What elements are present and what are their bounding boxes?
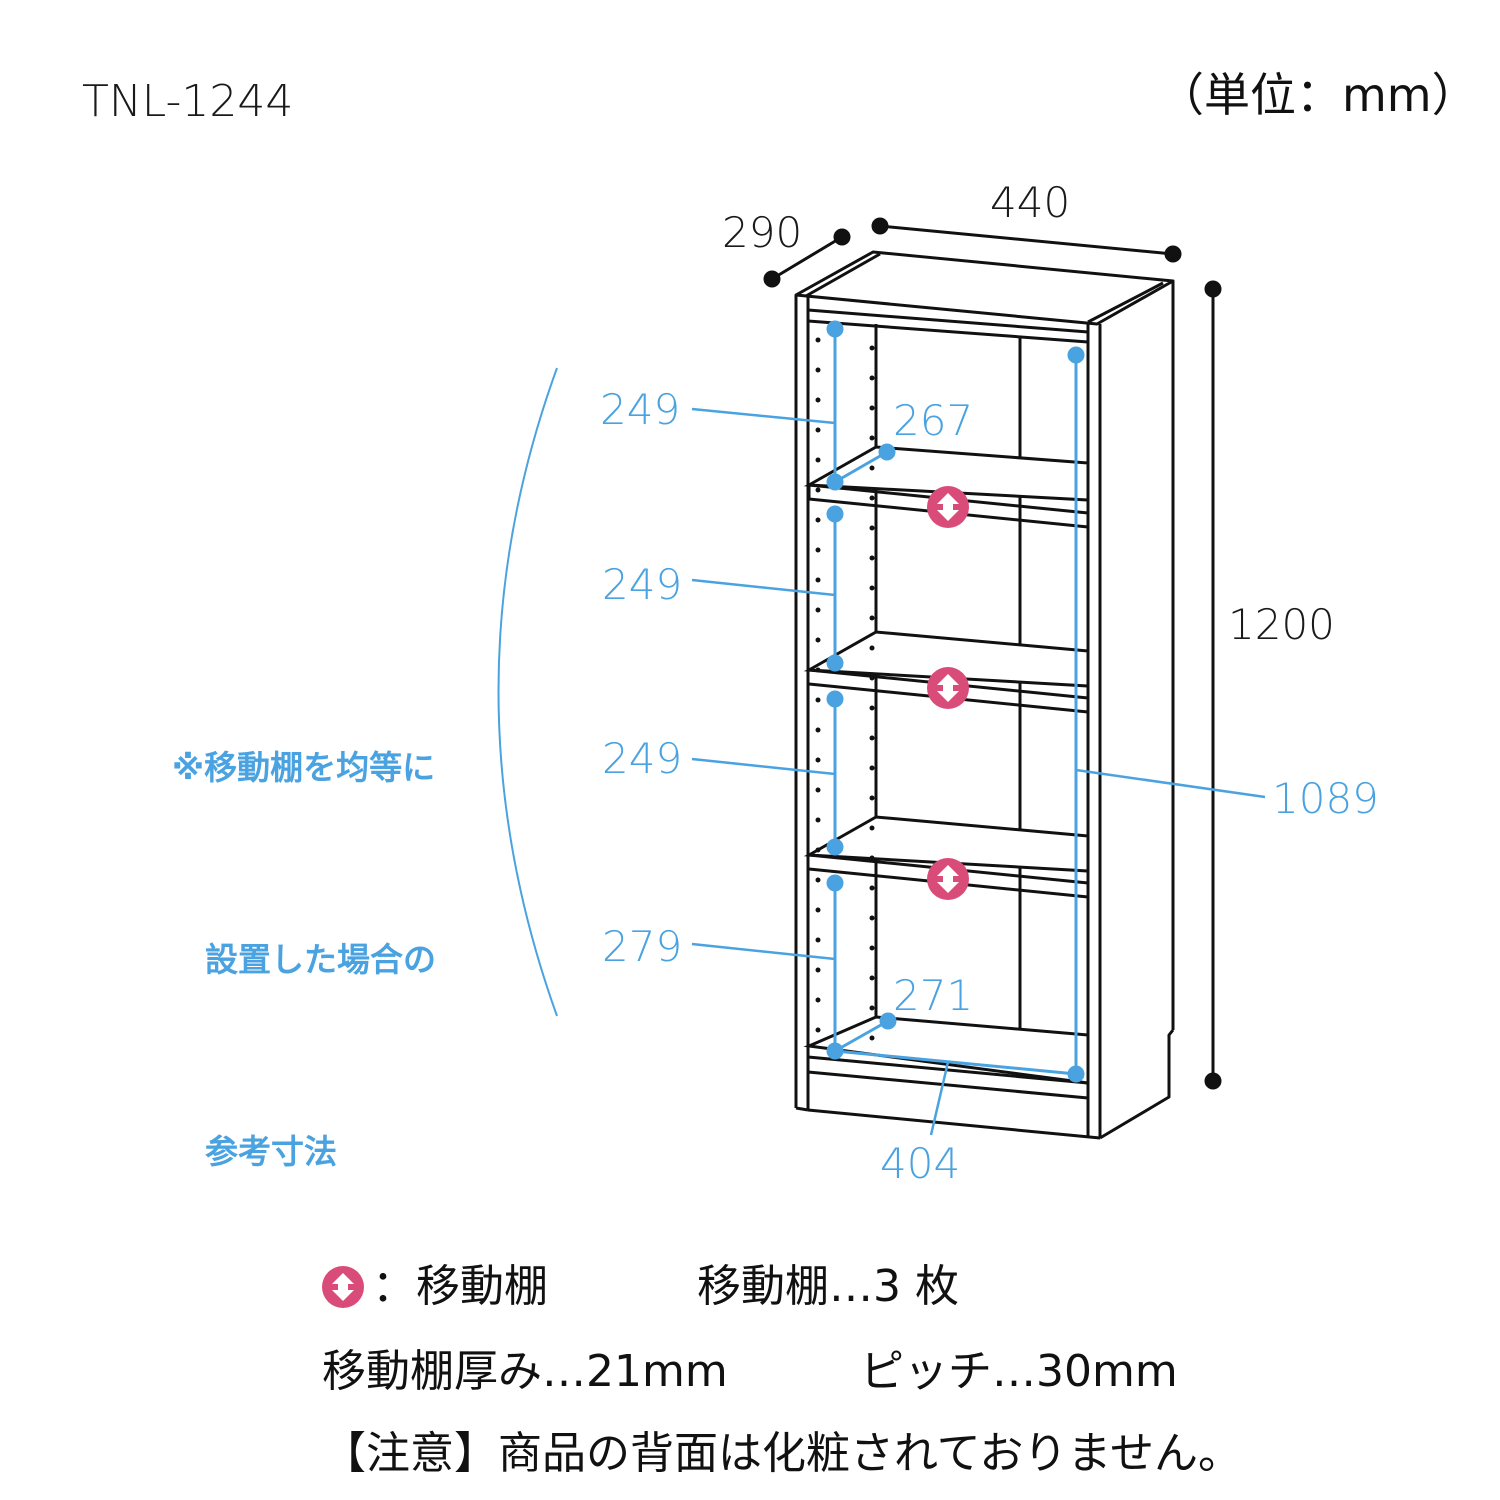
shelf-count: 移動棚…3 枚 <box>697 1261 959 1312</box>
compartment-3-height: 249 <box>602 734 683 783</box>
shelf-thickness: 移動棚厚み…21mm <box>322 1346 728 1397</box>
adjustable-shelf-icons <box>927 486 969 900</box>
adjustable-shelf-icon <box>927 858 969 900</box>
depth-dimension: 290 <box>722 208 803 257</box>
compartment-2-height: 249 <box>602 560 683 609</box>
note-line: ※移動棚を均等に <box>172 748 436 787</box>
note-line: 設置した場合の <box>172 940 436 979</box>
pin-hole-dots <box>815 337 875 1041</box>
unit-label: （単位：mm） <box>1158 68 1478 122</box>
compartment-4-height: 279 <box>602 922 683 971</box>
legend-icon-label: ：移動棚 <box>372 1261 548 1312</box>
width-dimension: 440 <box>990 178 1071 227</box>
outer-dimension-lines <box>763 217 1222 1090</box>
shelf-depth-top: 267 <box>893 396 974 445</box>
adjustable-shelf-icon <box>322 1266 364 1308</box>
shelf-pitch: ピッチ…30mm <box>860 1346 1178 1397</box>
inner-dimension-lines <box>691 320 1266 1136</box>
inner-height-dimension: 1089 <box>1272 774 1379 823</box>
reference-note: ※移動棚を均等に 設置した場合の 参考寸法 <box>172 608 436 1248</box>
model-number: TNL-1244 <box>82 76 294 127</box>
shelves <box>803 445 1090 1085</box>
cabinet-body <box>794 250 1175 1140</box>
shelf-depth-bottom: 271 <box>893 971 974 1020</box>
inner-width-dimension: 404 <box>880 1139 961 1188</box>
adjustable-shelf-icon <box>927 486 969 528</box>
compartment-1-height: 249 <box>600 385 681 434</box>
adjustable-shelf-icon <box>927 667 969 709</box>
note-line: 参考寸法 <box>172 1132 337 1171</box>
note-bracket-arc <box>497 367 558 1017</box>
caution-note: 【注意】商品の背面は化粧されておりません。 <box>322 1428 1243 1479</box>
height-dimension: 1200 <box>1228 600 1335 649</box>
